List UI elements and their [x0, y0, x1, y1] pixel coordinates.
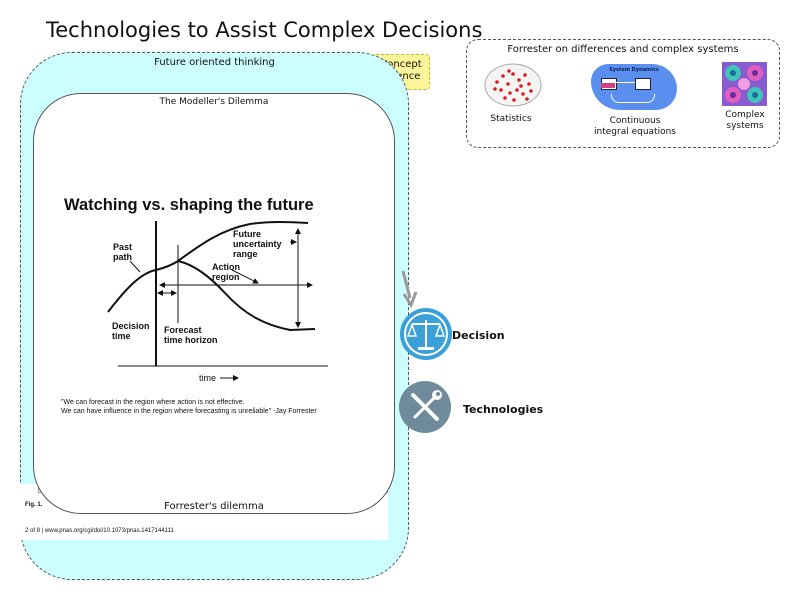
chart-title: Watching vs. shaping the future [64, 196, 314, 214]
upper-future-curve [177, 221, 309, 262]
dilemma-card-title: The Modeller's Dilemma [159, 97, 269, 107]
system-dynamics-icon: System Dynamics [591, 64, 677, 110]
complex-systems-label: Complex systems [710, 110, 780, 132]
forrester-quote: "We can forecast in the region where act… [61, 398, 317, 416]
figure-caption-label: Fig. 1. [25, 502, 43, 508]
decision-scales-icon[interactable] [398, 306, 454, 362]
forresters-dilemma-label: Forrester's dilemma [164, 501, 264, 512]
future-region-label: Future oriented thinking [154, 57, 275, 68]
technologies-tools-icon[interactable] [398, 380, 452, 434]
modellers-dilemma-card[interactable]: The Modeller's Dilemma Forrester's dilem… [33, 93, 395, 514]
concept-note-line1: Concept [380, 59, 422, 70]
continuous-label-line2: integral equations [594, 127, 676, 137]
lower-future-curve [177, 260, 316, 332]
complex-systems-pattern-icon [722, 62, 767, 106]
statistics-label: Statistics [490, 114, 532, 124]
statistics-scatter-icon [484, 63, 542, 107]
complex-label-line1: Complex [725, 110, 765, 120]
forrester-systems-panel: Forrester on differences and complex sys… [466, 39, 780, 148]
continuous-label-line1: Continuous [609, 116, 661, 126]
complex-label-line2: systems [726, 121, 764, 131]
quote-line1: "We can forecast in the region where act… [61, 399, 245, 406]
decision-node-label[interactable]: Decision [452, 329, 505, 342]
technologies-node-label[interactable]: Technologies [463, 403, 544, 416]
time-axis-label: time [199, 373, 217, 383]
continuous-label: Continuous integral equations [577, 116, 693, 138]
pointer-arrow-icon [401, 270, 418, 308]
paper-footer-text: 2 of 8 | www.pnas.org/cgi/doi/10.1073/pn… [25, 528, 174, 534]
page-title: Technologies to Assist Complex Decisions [46, 18, 483, 42]
system-dynamics-inner-label: System Dynamics [609, 67, 659, 73]
quote-line2: We can have influence in the region wher… [61, 408, 317, 415]
watching-shaping-diagram [107, 221, 328, 381]
past-path-curve [107, 260, 179, 313]
forrester-panel-title: Forrester on differences and complex sys… [507, 44, 739, 55]
